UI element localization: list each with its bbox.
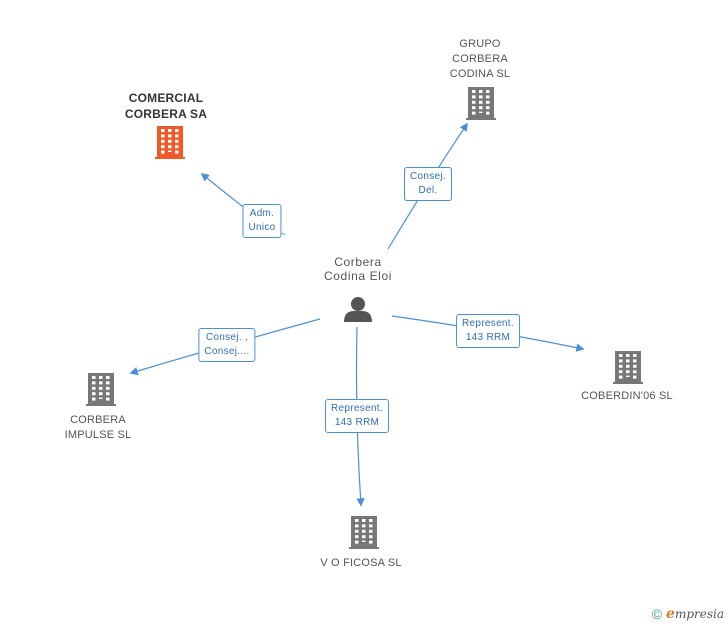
relation-label-line: Unico xyxy=(248,222,276,233)
relation-label-line: Represent. xyxy=(462,318,514,329)
brand-logo: empresia xyxy=(666,606,724,622)
company-name-line: GRUPO xyxy=(459,38,501,50)
person-name-line: Codina Eloi xyxy=(324,269,392,283)
person-name-line: Corbera xyxy=(334,255,382,269)
building-icon[interactable] xyxy=(155,126,185,159)
company-name-comercial[interactable]: COMERCIAL CORBERA SA xyxy=(125,90,207,122)
relation-label-line: 143 RRM xyxy=(465,332,511,343)
relation-label-line: Represent. xyxy=(331,403,383,414)
company-name-line: IMPULSE SL xyxy=(64,429,132,441)
person-icon[interactable] xyxy=(344,297,372,322)
company-name-line: CORBERA SA xyxy=(124,107,208,121)
relation-label-impulse[interactable]: Consej. , Consej.... xyxy=(198,328,256,362)
relation-label-line: Consej.... xyxy=(204,346,250,357)
company-name-line: COBERDIN'06 SL xyxy=(581,390,673,402)
relation-label-line: 143 RRM xyxy=(334,417,380,428)
relation-label-grupo[interactable]: Consej. Del. xyxy=(403,167,453,201)
relation-label-comercial[interactable]: Adm. Unico xyxy=(242,204,282,238)
company-name-line: V O FICOSA SL xyxy=(320,557,402,569)
relation-label-line: Adm. xyxy=(249,208,275,219)
company-name-line: COMERCIAL xyxy=(128,91,204,105)
company-name-impulse[interactable]: CORBERA IMPULSE SL xyxy=(65,413,132,443)
relation-label-line: Del. xyxy=(418,185,438,196)
building-icon[interactable] xyxy=(349,516,379,549)
relation-label-coberdin[interactable]: Represent. 143 RRM xyxy=(456,314,520,348)
company-name-grupo[interactable]: GRUPO CORBERA CODINA SL xyxy=(450,37,511,82)
company-name-line: CORBERA xyxy=(70,414,126,426)
company-name-line: CODINA SL xyxy=(449,68,511,80)
building-icon[interactable] xyxy=(466,87,496,120)
relation-label-voficosa[interactable]: Represent. 143 RRM xyxy=(325,399,389,433)
footer-brand: © empresia xyxy=(652,606,724,622)
relation-label-line: Consej. xyxy=(409,171,447,182)
relation-label-line: Consej. , xyxy=(205,332,249,343)
company-name-coberdin[interactable]: COBERDIN'06 SL xyxy=(581,389,673,404)
building-icon[interactable] xyxy=(86,373,116,406)
building-icon[interactable] xyxy=(613,351,643,384)
copyright-symbol: © xyxy=(651,606,663,622)
company-name-line: CORBERA xyxy=(452,53,508,65)
company-name-voficosa[interactable]: V O FICOSA SL xyxy=(320,556,401,571)
